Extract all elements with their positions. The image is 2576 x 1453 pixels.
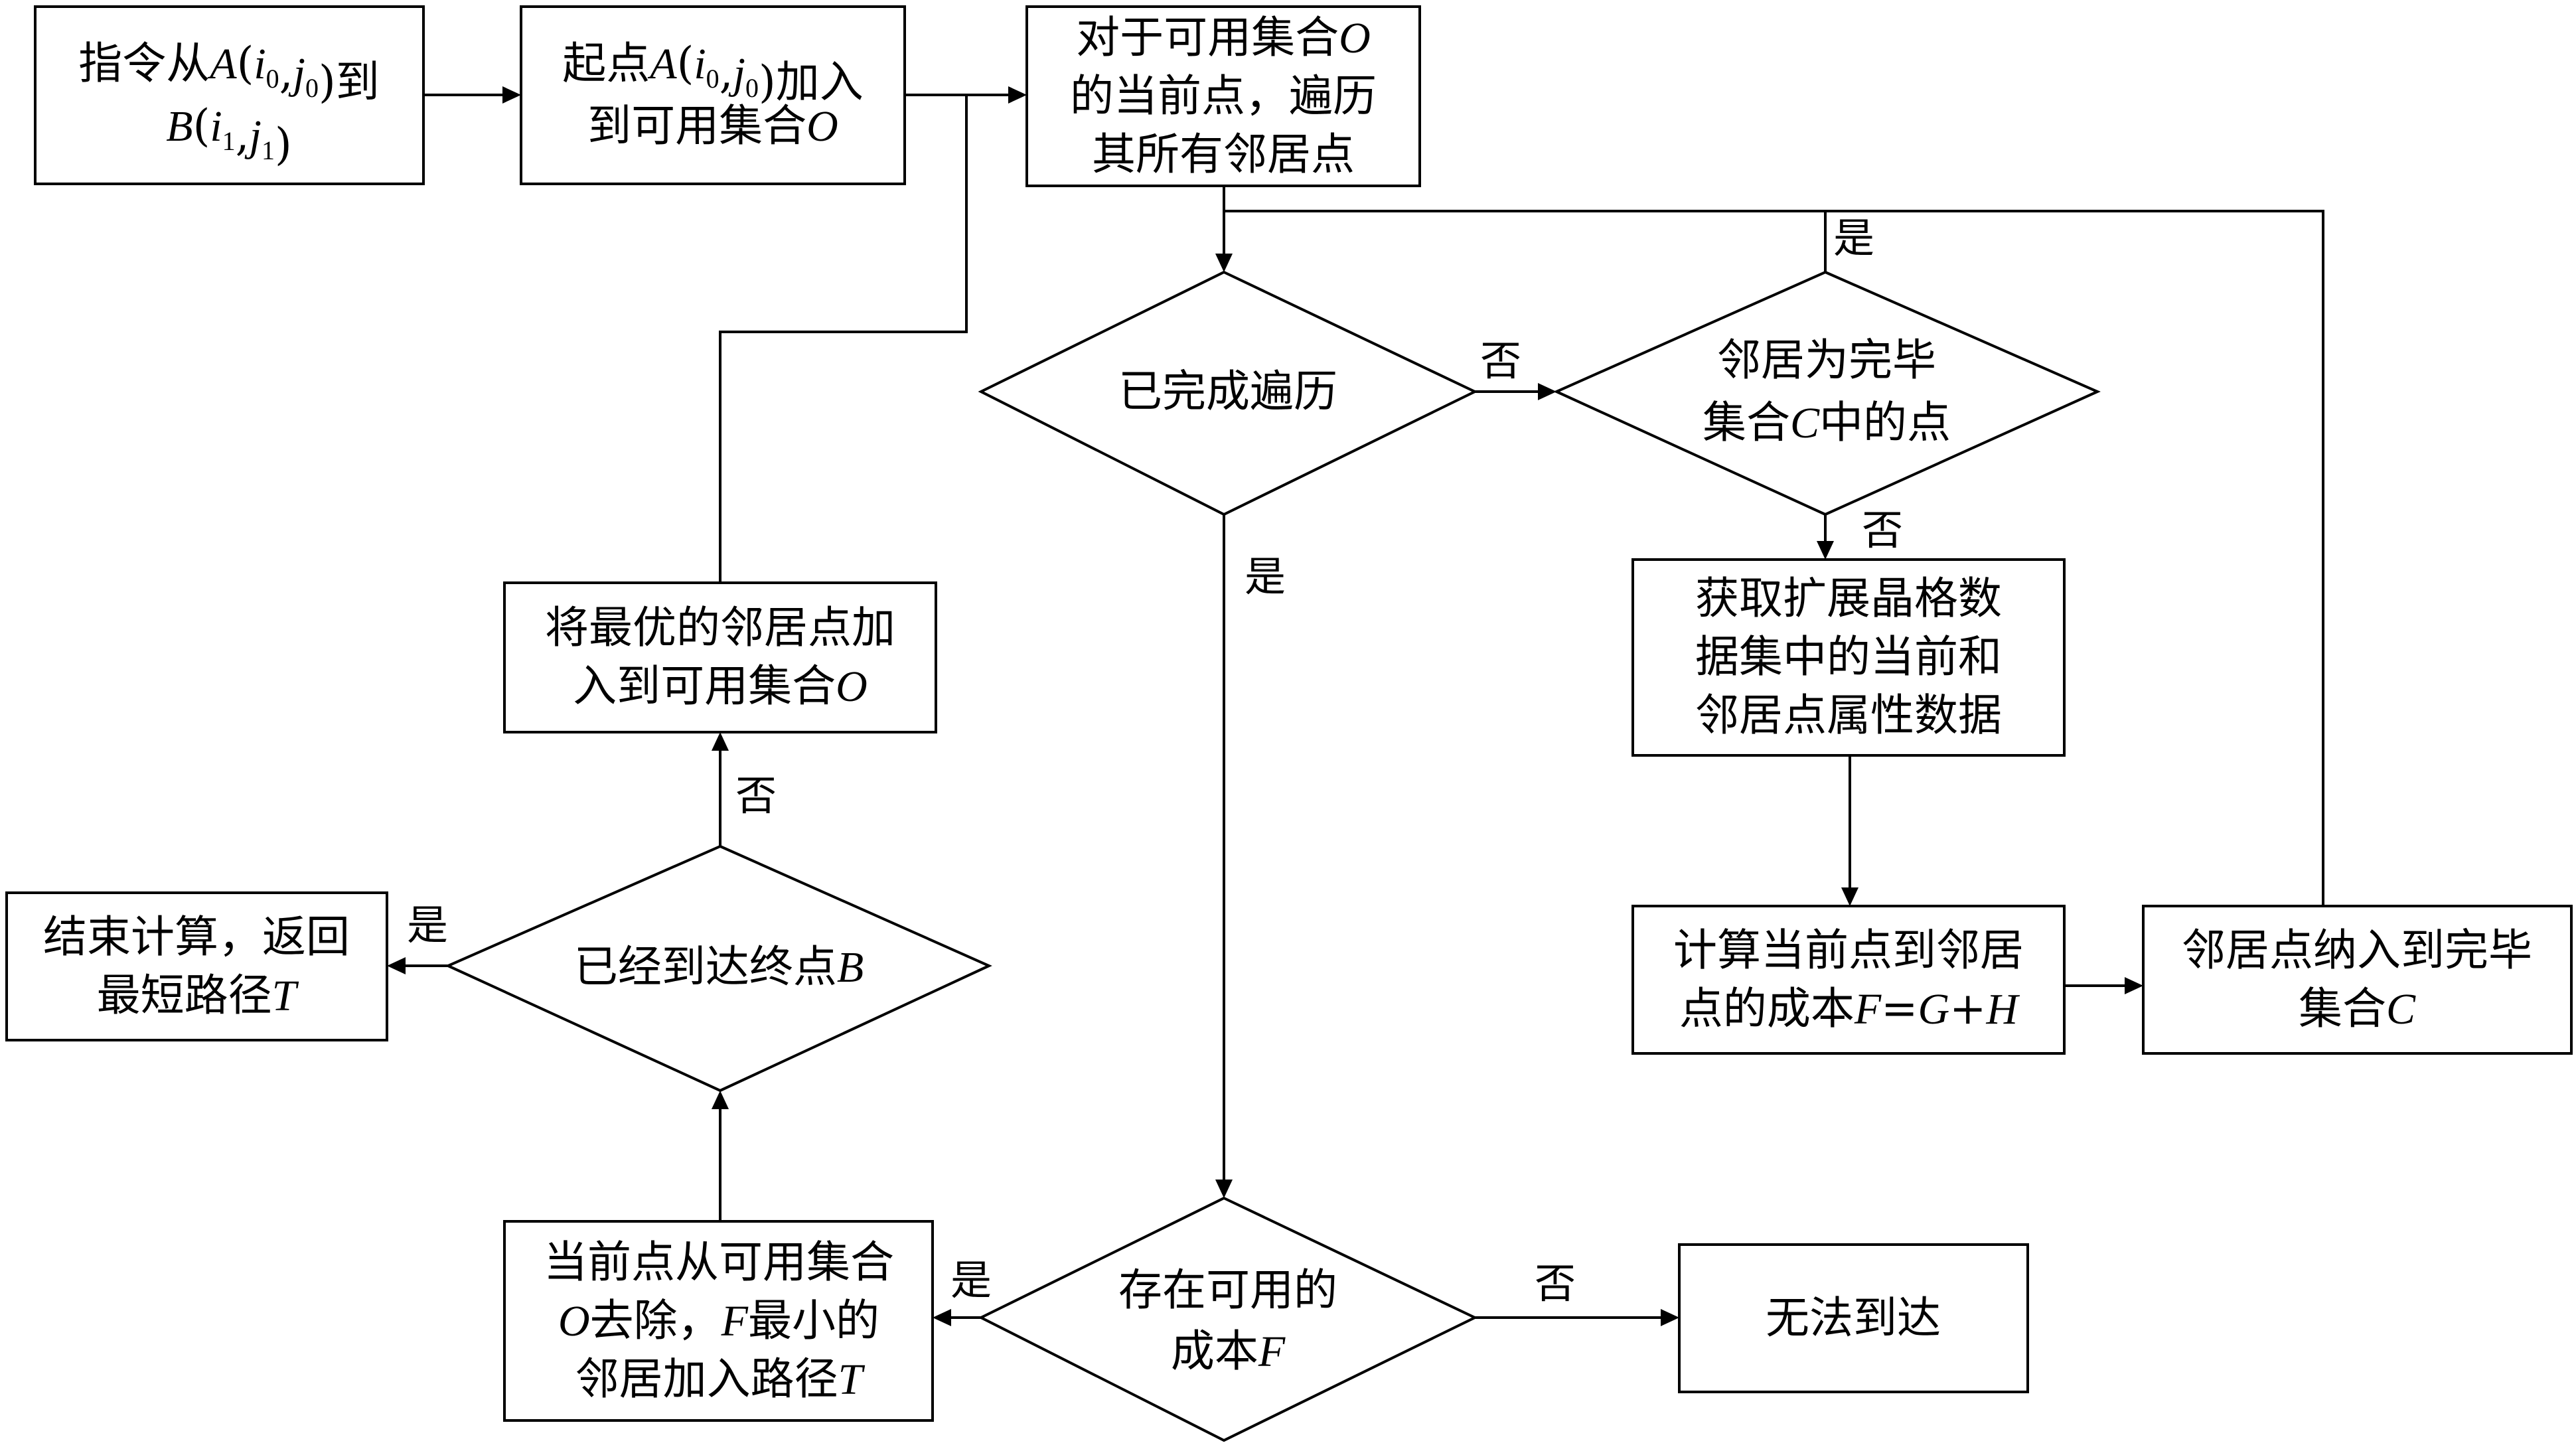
text-cost-exists: 存在可用的成本F (1118, 1264, 1337, 1377)
label-line: 邻居点属性数据 (1695, 690, 2002, 741)
label-line: 据集中的当前和 (1695, 631, 2002, 682)
node-cost-exists-decision (978, 1196, 1478, 1442)
text-traverse-neighbors: 对于可用集合O 的当前点，遍历其所有邻居点 (1070, 12, 1377, 180)
label-line: 邻居加入路径T (575, 1353, 866, 1405)
edge-best-loop-back (719, 95, 968, 583)
text-add-neighbor-to-closed: 邻居点纳入到完毕集合C (2182, 925, 2532, 1034)
label-line: 对于可用集合O (1076, 12, 1371, 63)
label-line: 计算当前点到邻居 (1673, 925, 2024, 976)
label-line: 其所有邻居点 (1092, 129, 1355, 180)
text-remove-and-add-path: 当前点从可用集合 O去除，F最小的邻居加入路径T (544, 1237, 894, 1405)
label-line: 入到可用集合O (573, 660, 868, 712)
label-line: 起点A(i0,j0)加入 (562, 38, 864, 108)
node-traverse-neighbors (1025, 5, 1421, 187)
node-remove-and-add-path (503, 1220, 934, 1422)
arrowhead (1538, 383, 1556, 400)
label-visited-yes: 是 (1245, 552, 1286, 601)
label-reached-no: 否 (735, 771, 777, 820)
label-line: 已完成遍历 (1118, 366, 1337, 417)
label-line: 无法到达 (1766, 1292, 1941, 1343)
arrowhead (1215, 1180, 1233, 1198)
text-neighbor-in-closed: 邻居为完毕集合C中的点 (1703, 335, 1951, 448)
text-fetch-lattice-data: 获取扩展晶格数据集中的当前和邻居点属性数据 (1695, 573, 2002, 741)
node-unreachable (1678, 1243, 2029, 1393)
arrowhead (1215, 254, 1233, 272)
arrowhead (712, 1091, 729, 1109)
label-line: 邻居点纳入到完毕 (2182, 925, 2532, 976)
label-line: 已经到达终点B (574, 941, 864, 992)
arrowhead (1841, 887, 1858, 906)
text-reached-end: 已经到达终点B (574, 941, 864, 992)
label-line: B(i1,j1) (166, 100, 292, 170)
node-end-return-path (5, 891, 388, 1041)
arrowhead (712, 732, 729, 751)
label-line: 指令从A(i0,j0)到 (78, 38, 380, 108)
label-line: 到可用集合O (587, 100, 838, 151)
node-neighbor-in-closed-decision (1553, 270, 2101, 516)
text-add-start-to-open: 起点A(i0,j0)加入到可用集合O (562, 38, 864, 151)
label-line: 的当前点，遍历 (1070, 70, 1377, 121)
arrowhead (387, 957, 406, 974)
label-reached-yes: 是 (407, 901, 448, 949)
label-line: 邻居为完毕 (1717, 335, 1936, 386)
arrowhead (1008, 86, 1027, 104)
label-line: 集合C (2299, 983, 2416, 1034)
label-line: 存在可用的 (1118, 1264, 1337, 1316)
node-add-best-to-open (503, 581, 937, 733)
text-traversal-complete: 已完成遍历 (1118, 366, 1337, 417)
node-start-command (34, 5, 425, 185)
node-calc-cost (1631, 905, 2066, 1055)
label-line: 获取扩展晶格数 (1695, 573, 2002, 624)
text-add-best-to-open: 将最优的邻居点加入到可用集合O (545, 602, 895, 712)
edge-include-loop-back (1224, 210, 2324, 906)
arrowhead (933, 1309, 951, 1326)
arrowhead (2125, 977, 2143, 994)
label-visited-no: 否 (1480, 337, 1521, 385)
label-cost-no: 否 (1535, 1259, 1576, 1308)
arrowhead (502, 86, 521, 104)
label-line: 当前点从可用集合 (544, 1237, 894, 1288)
text-unreachable: 无法到达 (1766, 1292, 1941, 1343)
label-line: 点的成本F=G+H (1679, 983, 2020, 1034)
label-line: 成本F (1171, 1326, 1286, 1377)
node-reached-end-decision (445, 844, 992, 1093)
node-add-neighbor-to-closed (2142, 905, 2573, 1055)
label-line: 将最优的邻居点加 (545, 602, 895, 653)
label-line: 集合C中的点 (1703, 397, 1951, 448)
label-cost-yes: 是 (950, 1256, 992, 1304)
node-traversal-complete-decision (978, 270, 1478, 516)
label-line: O去除，F最小的 (558, 1295, 879, 1346)
node-add-start-to-open (520, 5, 906, 185)
label-neighbor-no: 否 (1862, 506, 1903, 554)
text-end-return-path: 结束计算，返回最短路径T (43, 911, 350, 1021)
text-calc-cost: 计算当前点到邻居点的成本F=G+H (1673, 925, 2024, 1034)
label-line: 结束计算，返回 (43, 911, 350, 962)
label-neighbor-yes: 是 (1833, 214, 1874, 262)
label-line: 最短路径T (97, 970, 299, 1021)
arrowhead (1817, 541, 1834, 560)
arrowhead (1661, 1309, 1679, 1326)
node-fetch-lattice-data (1631, 558, 2066, 757)
